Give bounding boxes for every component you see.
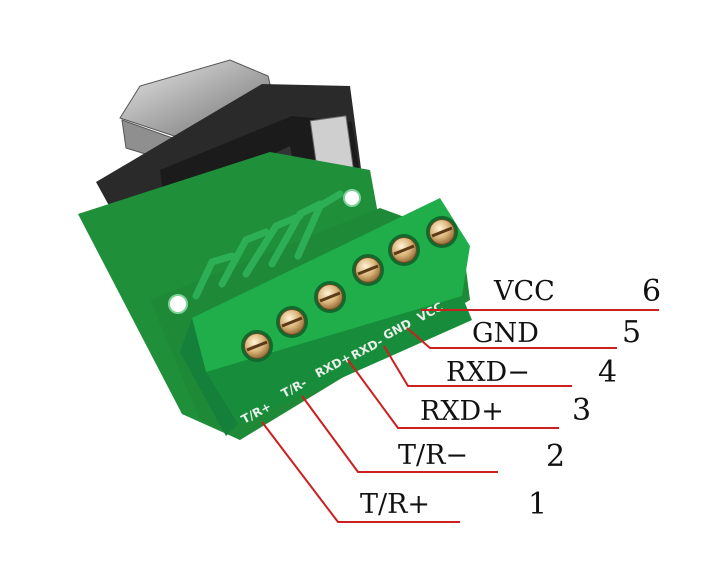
leader-lines (261, 309, 659, 523)
screw-5 (388, 234, 420, 266)
screw-2 (276, 306, 308, 338)
pin-label-4: RXD− (446, 357, 530, 388)
mounting-hole (168, 294, 188, 314)
screw-1 (241, 330, 273, 362)
pin-label-6: VCC (493, 276, 555, 307)
pin-label-5: GND (472, 318, 539, 349)
screw-4 (352, 254, 384, 286)
leader-line-pin-3 (347, 359, 559, 429)
pin-number-5: 5 (622, 315, 641, 350)
pin-number-2: 2 (546, 439, 565, 474)
mounting-hole (343, 189, 361, 207)
pin-label-2: T/R− (398, 440, 468, 471)
pin-number-6: 6 (642, 274, 661, 309)
screw-3 (314, 281, 346, 313)
leader-line-pin-5 (406, 327, 617, 349)
leader-line-pin-2 (301, 395, 498, 473)
leader-line-pin-4 (383, 345, 572, 387)
pin-number-3: 3 (572, 393, 591, 428)
pin-number-4: 4 (598, 355, 617, 390)
pin-number-1: 1 (528, 487, 547, 522)
pin-label-3: RXD+ (420, 396, 504, 427)
leader-line-pin-1 (261, 421, 460, 523)
screw-6 (426, 216, 458, 248)
pin-label-1: T/R+ (360, 489, 430, 520)
terminal-screws (241, 216, 458, 362)
